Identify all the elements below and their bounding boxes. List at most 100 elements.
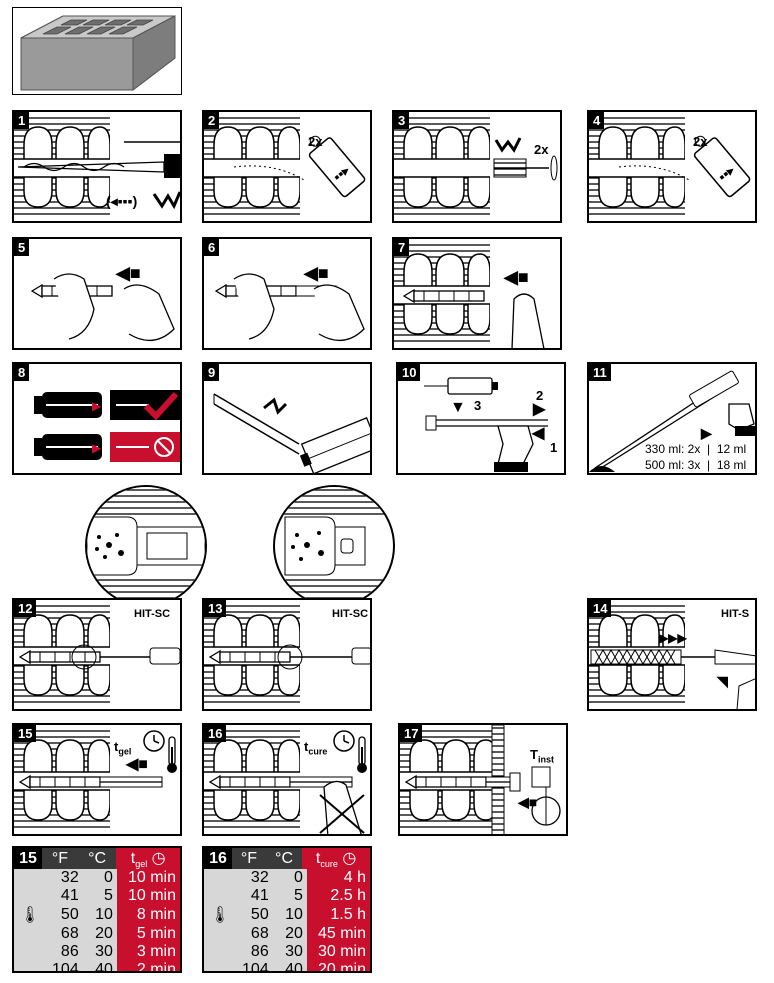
table-step-number: 15 [14, 848, 42, 870]
dispenser-gun-icon [594, 370, 755, 469]
cell-time: 20 min [306, 961, 370, 971]
step-16-cure-time-panel: 16 tcure [202, 723, 372, 836]
svg-text:▶: ▶ [92, 441, 102, 455]
step-number: 9 [204, 364, 220, 381]
step-number: 17 [400, 725, 423, 742]
table-spacer [14, 887, 45, 906]
repeat-count: 2x [534, 142, 549, 157]
blow-pump-icon: ▪▪▸ [693, 135, 751, 198]
table-step-number: 16 [204, 848, 232, 870]
step-9-mixer-panel: 9 [202, 362, 372, 475]
step-number: 2 [204, 112, 220, 129]
cell-time: 45 min [306, 925, 370, 944]
svg-text:▶▶▶: ▶▶▶ [658, 631, 687, 645]
dispenser-gun-icon [425, 415, 548, 472]
cell-fahrenheit: 41 [44, 887, 83, 906]
arrow-label-2: 2 [536, 388, 544, 403]
cell-celsius: 20 [272, 925, 307, 944]
svg-text:◀■: ◀■ [125, 756, 148, 773]
svg-text:▶: ▶ [700, 425, 713, 441]
step-12-inject-panel: 12 HIT-SC [12, 598, 182, 711]
svg-text:◀■: ◀■ [115, 263, 141, 283]
svg-text:▶: ▶ [532, 401, 546, 418]
cell-time: 4 h [306, 869, 370, 888]
cell-time: 1.5 h [306, 905, 370, 926]
table-spacer [204, 943, 235, 962]
step-number: 4 [589, 112, 605, 129]
table-spacer [204, 887, 235, 906]
repeat-count: 2x [308, 134, 323, 149]
product-label: HIT-S [721, 608, 750, 620]
table-spacer [204, 925, 235, 944]
step-number: 6 [204, 239, 220, 256]
gel-time-label: tgel [114, 739, 132, 757]
step-10-dispenser-panel: 10 ▼ ▶ ◀ 3 2 1 [396, 362, 566, 475]
cell-time: 2.5 h [306, 887, 370, 906]
table-spacer [14, 925, 45, 944]
step-8-cartridge-check-panel: 8 ▶ ▶ [12, 362, 182, 475]
torque-label: Tinst [530, 747, 554, 765]
cell-fahrenheit: 32 [44, 869, 83, 888]
step-17-install-panel: 17 ◀■ Tinst [398, 723, 568, 836]
arrow-label-1: 1 [550, 440, 558, 455]
clock-icon: ◷ [342, 850, 357, 867]
step-4-blow-out-panel: 4 ▪▪▸ 2x [587, 110, 757, 223]
table-spacer [204, 869, 235, 888]
static-mixer-icon [213, 393, 300, 455]
thermometer-icon: 🌡 [204, 905, 235, 926]
table-spacer [14, 869, 45, 888]
step-number: 10 [398, 364, 421, 381]
cell-fahrenheit: 50 [234, 905, 273, 926]
cell-time: 3 min [116, 943, 180, 962]
header-fahrenheit: °F [232, 848, 266, 870]
cell-celsius: 10 [82, 905, 117, 926]
cartridge-icon [299, 417, 370, 473]
step-number: 5 [14, 239, 30, 256]
step-number: 14 [589, 600, 612, 617]
drill-bit-icon [17, 154, 180, 178]
header-celsius: °C [77, 848, 117, 870]
cell-fahrenheit: 50 [44, 905, 83, 926]
svg-text:◀■: ◀■ [517, 794, 537, 810]
clock-icon: ◷ [151, 850, 166, 867]
svg-text:◀■: ◀■ [303, 263, 329, 283]
header-cure-time: tcure ◷ [302, 848, 370, 870]
cell-celsius: 40 [82, 961, 117, 971]
svg-text:◥: ◥ [716, 673, 728, 689]
step-number: 7 [394, 239, 410, 256]
step-number: 13 [204, 600, 227, 617]
cell-time: 30 min [306, 943, 370, 962]
repeat-count: 2x [693, 134, 708, 149]
arrow-label-3: 3 [474, 398, 482, 413]
cell-time: 10 min [116, 887, 180, 906]
step-2-blow-out-panel: 2 ▪▪▸ 2x [202, 110, 372, 223]
zoom-detail-12 [85, 485, 207, 607]
cell-celsius: 30 [272, 943, 307, 962]
no-hammer-arrow-icon: (◂▪▪▪) [106, 191, 180, 210]
cell-fahrenheit: 104 [234, 961, 273, 971]
svg-text:◀: ◀ [531, 425, 545, 442]
cell-fahrenheit: 86 [44, 943, 83, 962]
step-number: 3 [394, 112, 410, 129]
cell-celsius: 30 [82, 943, 117, 962]
cell-celsius: 0 [82, 869, 117, 888]
svg-text:▼: ▼ [450, 399, 466, 416]
cell-celsius: 5 [272, 887, 307, 906]
svg-text:▶: ▶ [92, 399, 102, 413]
cure-time-label: tcure [304, 739, 328, 757]
product-label: HIT-SC [332, 608, 369, 620]
cell-fahrenheit: 41 [234, 887, 273, 906]
cell-fahrenheit: 86 [234, 943, 273, 962]
